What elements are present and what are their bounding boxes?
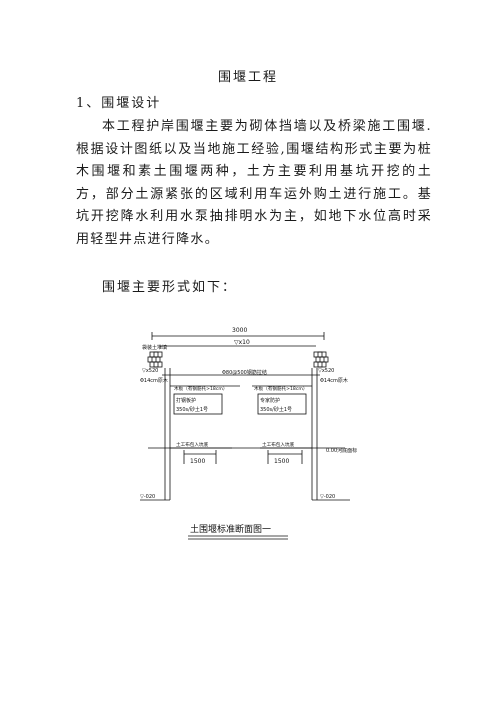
slope-text: ▽x10 bbox=[234, 339, 250, 346]
zero-level-text: 0.00河底面标 bbox=[326, 447, 357, 454]
fill-left-text-2: 350s/砂土1号 bbox=[176, 406, 208, 413]
bottom-right-text: ▽-020 bbox=[320, 494, 335, 500]
cofferdam-section-svg: 3000 ▽x10 袋装土堆填 ▽x520 ▽x520 Φ80@500钢筋拉结 … bbox=[140, 327, 357, 540]
board-right-text: 木板（有钢筋托>18cm） bbox=[254, 385, 307, 392]
soil-left-text: 土工布包入坑底 bbox=[176, 441, 209, 448]
elev-right-text: ▽x520 bbox=[318, 368, 334, 374]
bottom-left-text: ▽-020 bbox=[140, 494, 155, 500]
section-heading: 1、围堰设计 bbox=[76, 96, 162, 111]
tie-rod-text: Φ80@500钢筋拉结 bbox=[222, 369, 267, 376]
drawing-caption: 土围堰标准断面图一 bbox=[190, 523, 271, 535]
fill-right-text-2: 350s/砂土1号 bbox=[260, 406, 292, 413]
fill-box-left bbox=[173, 393, 223, 415]
elev-left-text: ▽x520 bbox=[142, 368, 158, 374]
pile-left-text: Φ14cm原木 bbox=[140, 377, 168, 384]
pile-right-text: Φ14cm原木 bbox=[320, 377, 348, 384]
soil-right-text: 土工布包入坑底 bbox=[262, 441, 295, 448]
fill-right-text-1: 专家防护 bbox=[260, 397, 280, 404]
left-top-label: 袋装土堆填 bbox=[142, 344, 167, 351]
fill-box-right bbox=[257, 393, 307, 415]
dim-overall-text: 3000 bbox=[232, 327, 247, 334]
board-left-text: 木板（有钢筋托>18cm） bbox=[174, 385, 227, 392]
document-title: 围堰工程 bbox=[217, 70, 278, 85]
dim-right-text: 1500 bbox=[274, 458, 289, 465]
body-paragraph: 本工程护岸围堰主要为砌体挡墙以及桥梁施工围堰.根据设计图纸以及当地施工经验,围堰… bbox=[76, 119, 432, 247]
fill-left-text-1: 打钢板护 bbox=[176, 397, 196, 404]
forms-intro-line: 围堰主要形式如下： bbox=[102, 280, 238, 295]
dim-left-text: 1500 bbox=[190, 458, 205, 465]
sandbag-pile-right bbox=[313, 351, 329, 368]
cofferdam-section-drawing: 3000 ▽x10 袋装土堆填 ▽x520 ▽x520 Φ80@500钢筋拉结 … bbox=[140, 322, 370, 547]
sandbag-pile-left bbox=[147, 351, 163, 368]
